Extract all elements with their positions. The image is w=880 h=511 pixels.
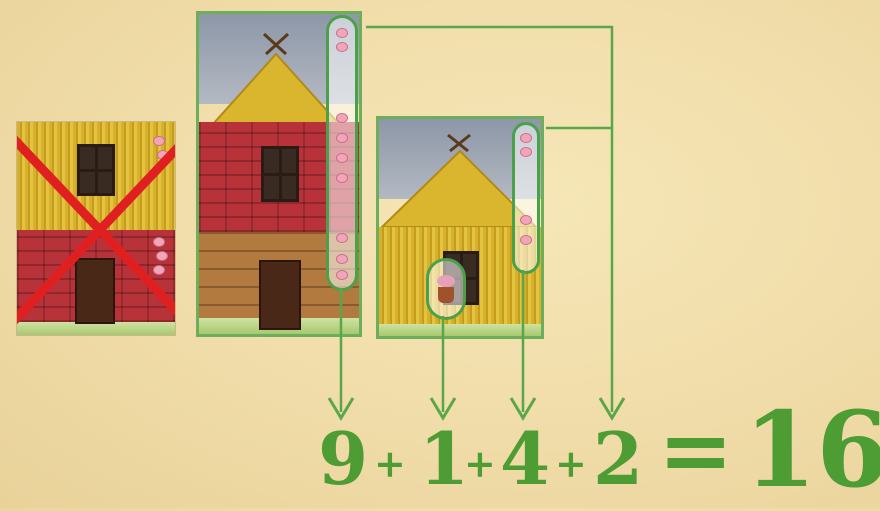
pig-icon (336, 173, 348, 183)
pig-icon (520, 235, 532, 245)
equation-equals: = (658, 405, 733, 495)
arrow-down-icon (511, 398, 535, 418)
pig-icon (336, 113, 348, 123)
equation-plus: + (374, 445, 406, 483)
flower-pot-icon (438, 287, 454, 303)
pig-icon (336, 270, 348, 280)
pig-icon (336, 42, 348, 52)
pig-count-highlight-2 (512, 122, 540, 274)
door (259, 260, 301, 330)
equation-plus: + (555, 445, 587, 483)
equation-result: 16 (744, 398, 880, 502)
equation-term-4: 2 (593, 423, 643, 495)
arrow-down-icon (600, 398, 624, 418)
card-house-crossed (16, 121, 176, 336)
pig-icon (520, 215, 532, 225)
window (261, 146, 299, 202)
pig-icon (520, 133, 532, 143)
pig-icon (520, 147, 532, 157)
pig-count-highlight (326, 15, 358, 291)
pig-icon (336, 153, 348, 163)
equation-term-2: 1 (419, 423, 469, 495)
equation-plus: + (464, 445, 496, 483)
equation-term-3: 4 (500, 423, 550, 495)
pig-icon (336, 254, 348, 264)
arrow-down-icon (431, 398, 455, 418)
arrow-down-icon (329, 398, 353, 418)
equation-term-1: 9 (318, 423, 368, 495)
pig-icon (336, 133, 348, 143)
pig-icon (336, 28, 348, 38)
flower-pot-highlight (426, 258, 466, 320)
red-x-icon (17, 122, 175, 335)
pig-icon (336, 233, 348, 243)
